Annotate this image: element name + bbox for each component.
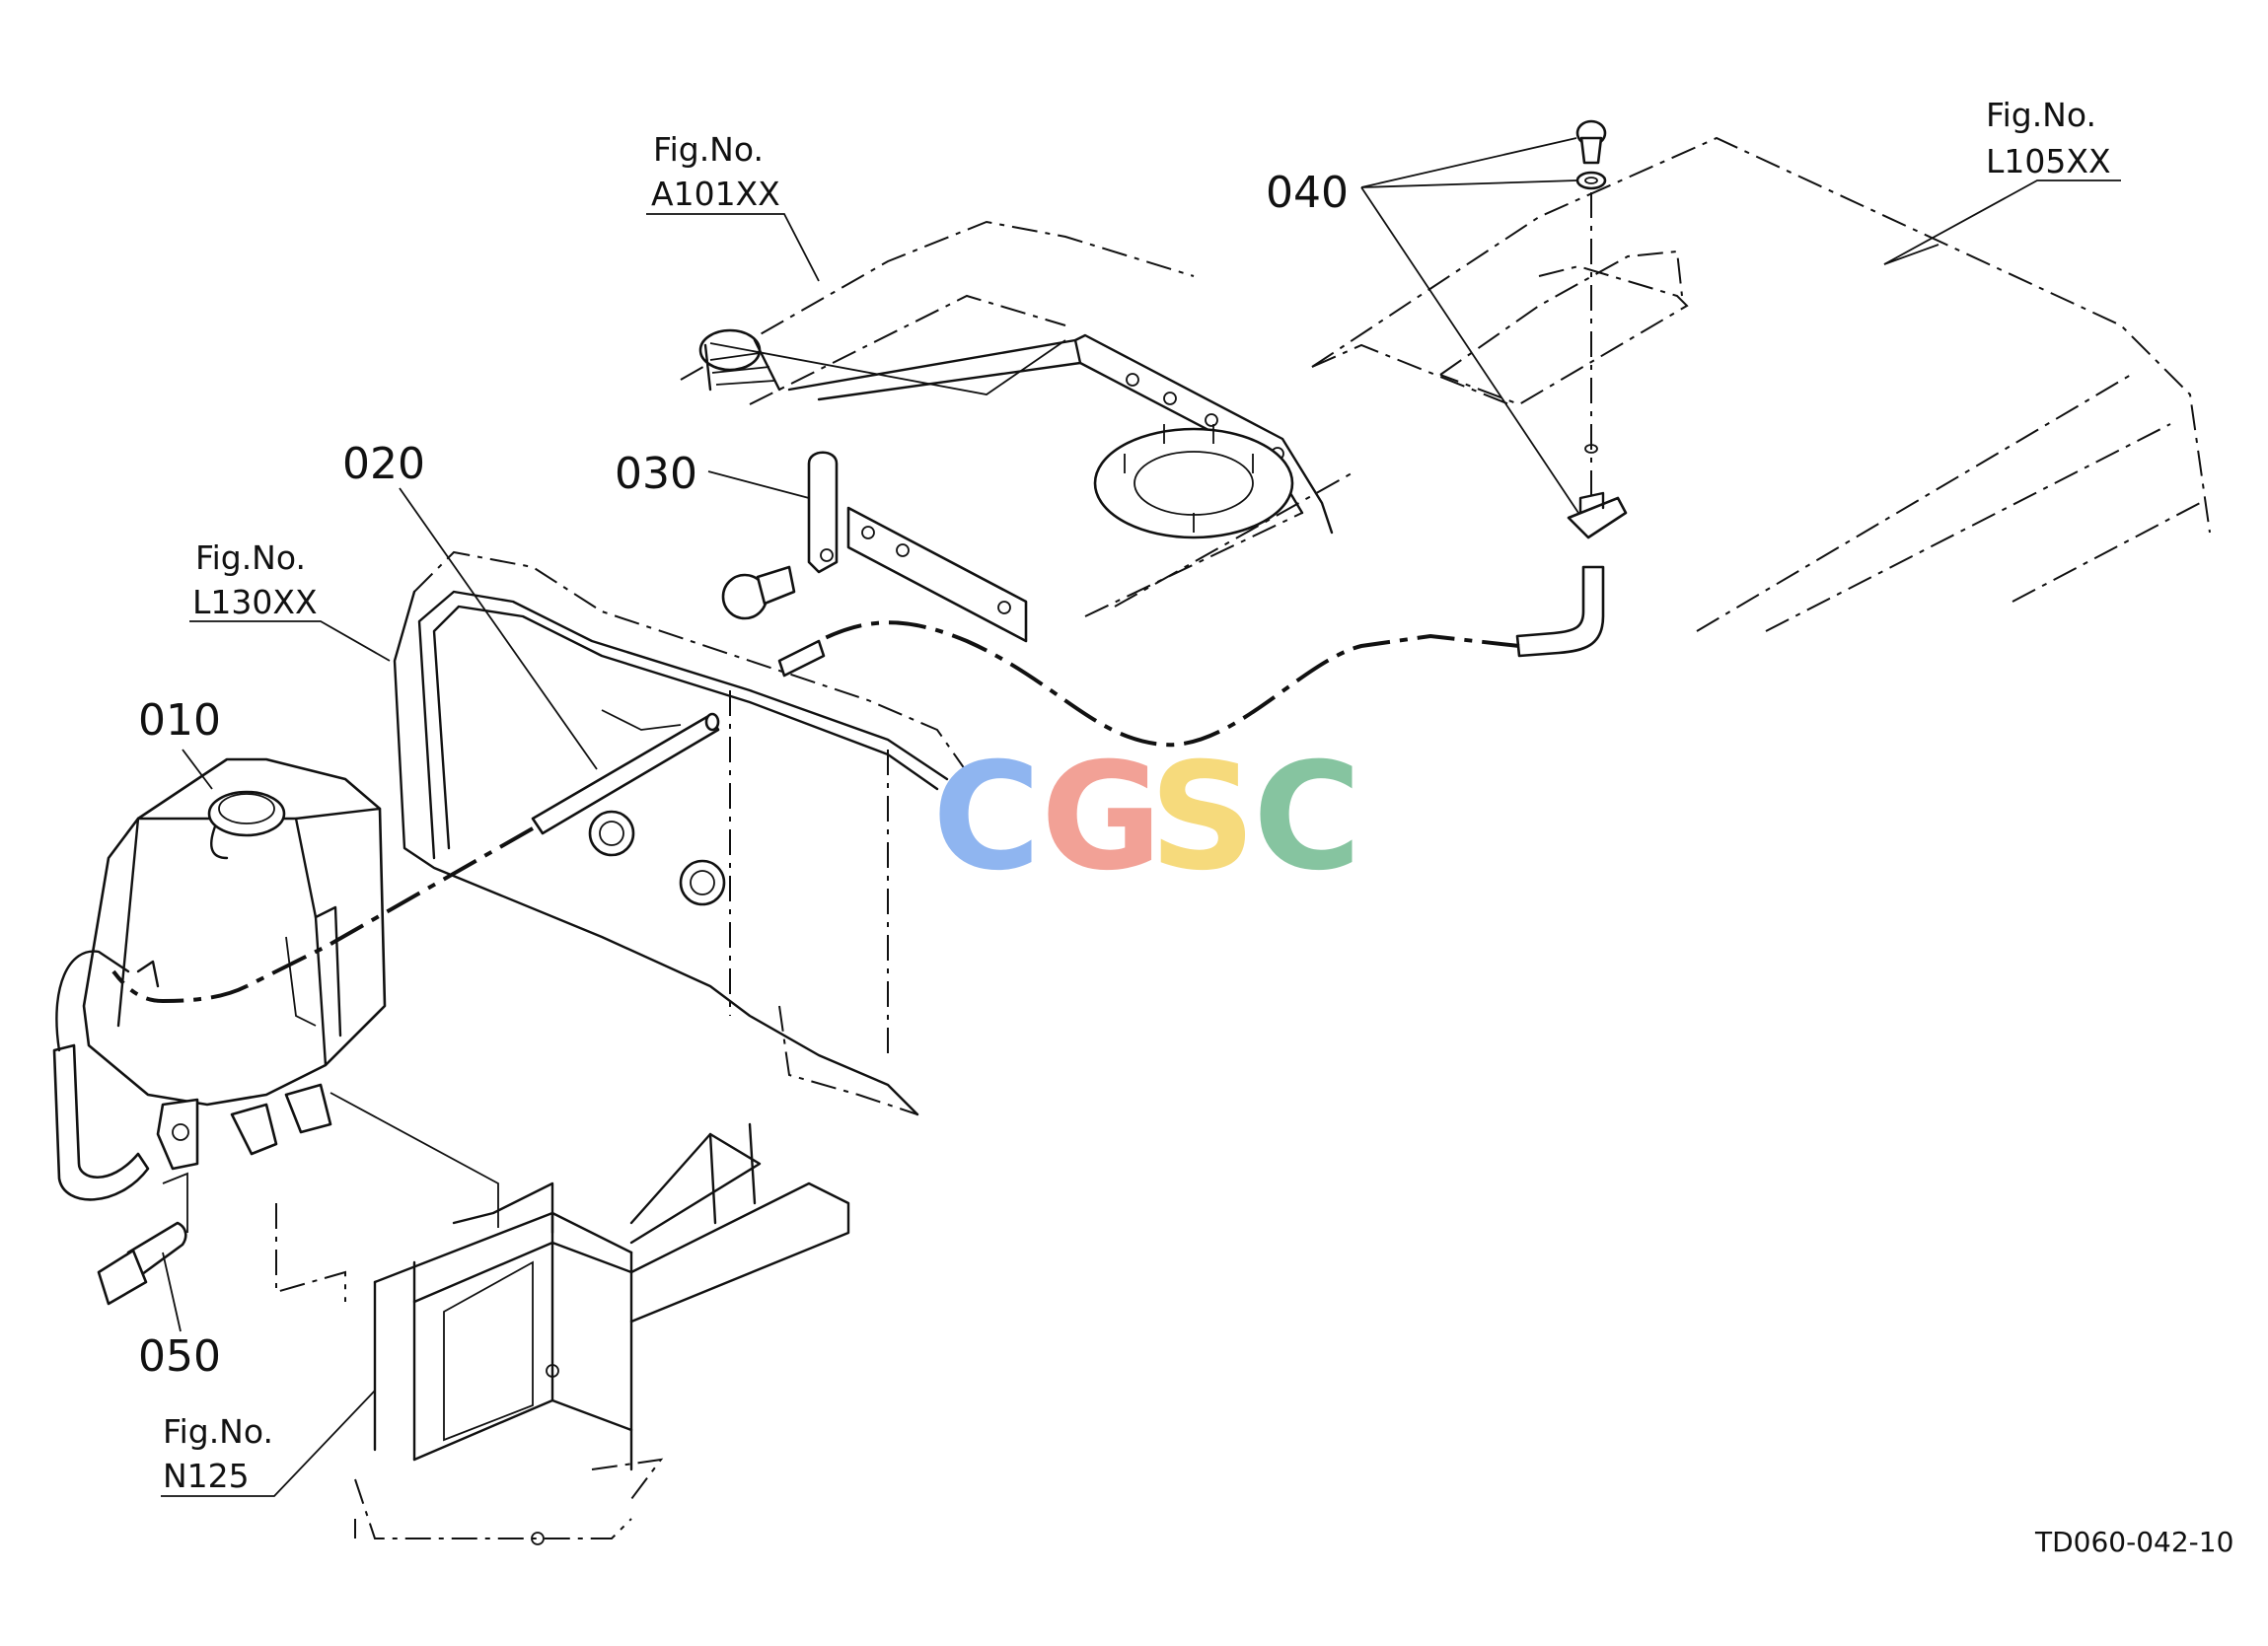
fig-ref-a101-label[interactable]: Fig.No. bbox=[653, 130, 764, 169]
fig-ref-l130-code[interactable]: L130XX bbox=[192, 583, 318, 621]
fig-ref-a101-code[interactable]: A101XX bbox=[651, 175, 780, 213]
pipe-020[interactable] bbox=[531, 712, 720, 835]
drawing-code: TD060-042-10 bbox=[2034, 1526, 2233, 1558]
watermark-letter-c1: C bbox=[932, 732, 1041, 903]
fig-ref-n125-code[interactable]: N125 bbox=[163, 1457, 250, 1495]
frame-l130-outline bbox=[393, 550, 973, 1116]
fig-ref-n125-label[interactable]: Fig.No. bbox=[163, 1412, 273, 1451]
stand-n125-outline bbox=[275, 1122, 850, 1545]
part-label-030[interactable]: 030 bbox=[615, 449, 697, 499]
overflow-hose-loop bbox=[52, 950, 150, 1201]
clamp-030[interactable] bbox=[721, 451, 1028, 643]
part-label-010[interactable]: 010 bbox=[138, 695, 221, 746]
drain-plug-050[interactable] bbox=[97, 1221, 187, 1306]
watermark-letter-c2: C bbox=[1253, 732, 1361, 903]
reserve-tank-010[interactable] bbox=[82, 757, 387, 1171]
housing-l105-outline bbox=[1311, 136, 2211, 632]
part-label-020[interactable]: 020 bbox=[342, 439, 425, 489]
housing-a101-outline bbox=[680, 220, 1353, 617]
leader-lines bbox=[161, 137, 2121, 1497]
watermark-letter-s: S bbox=[1149, 732, 1256, 903]
fastener-set-040[interactable] bbox=[1567, 119, 1628, 539]
part-label-040[interactable]: 040 bbox=[1266, 168, 1349, 218]
watermark-letter-g: G bbox=[1041, 732, 1162, 903]
return-hose bbox=[111, 565, 1605, 1004]
part-label-050[interactable]: 050 bbox=[138, 1331, 221, 1382]
fig-ref-l130-label[interactable]: Fig.No. bbox=[195, 538, 306, 577]
fig-ref-l105-label[interactable]: Fig.No. bbox=[1986, 96, 2096, 134]
watermark: C G S C bbox=[932, 732, 1361, 903]
fig-ref-l105-code[interactable]: L105XX bbox=[1986, 142, 2111, 180]
